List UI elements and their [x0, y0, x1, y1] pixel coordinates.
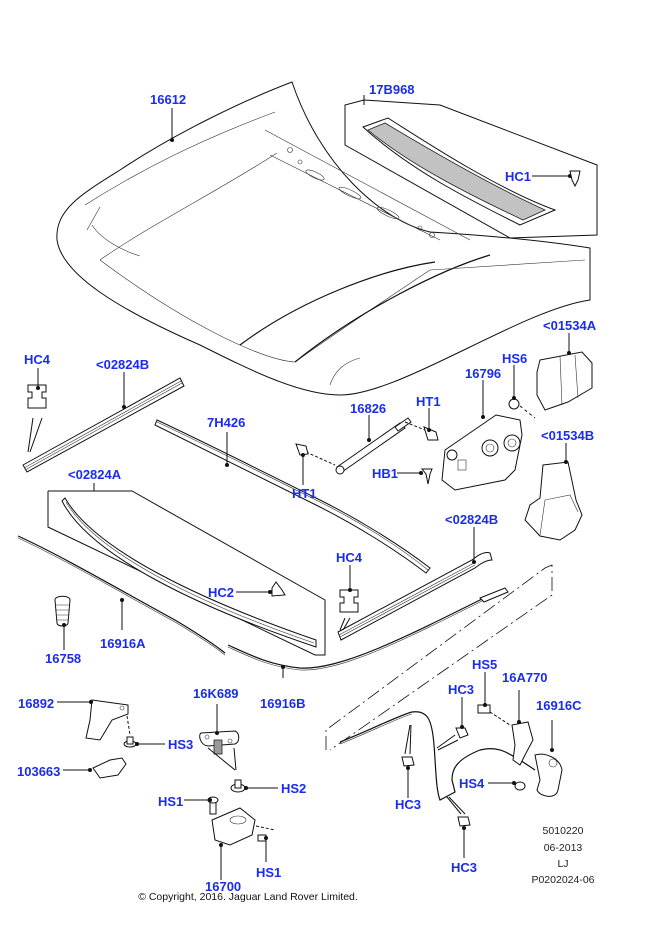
- clip-hc3-left[interactable]: [401, 724, 415, 798]
- copyright-notice: © Copyright, 2016. Jaguar Land Rover Lim…: [138, 891, 358, 903]
- meta-initials: LJ: [557, 858, 569, 870]
- label-16826: 16826: [350, 401, 387, 416]
- seal-02824b-left[interactable]: [22, 372, 185, 473]
- clip-hc1-icon: [569, 170, 581, 188]
- label-hs3: HS3: [168, 737, 194, 752]
- meta-date: 06-2013: [543, 842, 583, 854]
- hs1-lower-bolt[interactable]: [257, 834, 268, 862]
- meta-code: 5010220: [542, 825, 584, 837]
- label-16612: 16612: [150, 92, 187, 107]
- label-hs2: HS2: [281, 781, 307, 796]
- cable-16916b[interactable]: [227, 587, 509, 678]
- clip-hc3-lower[interactable]: [446, 796, 471, 858]
- meta-ref: P0202024-06: [531, 874, 595, 886]
- strut-16826[interactable]: [305, 415, 431, 475]
- label-hs4: HS4: [459, 776, 485, 791]
- cable-16916a[interactable]: [17, 535, 226, 656]
- label-17b968: 17B968: [369, 82, 415, 97]
- label-02824b-left: <02824B: [96, 357, 150, 372]
- hb1-bolt[interactable]: [397, 468, 433, 485]
- handle-16a770[interactable]: [511, 690, 534, 766]
- label-16916c: 16916C: [536, 698, 582, 713]
- hinge-16796[interactable]: [441, 380, 523, 491]
- label-hc1: HC1: [505, 169, 532, 184]
- label-16892: 16892: [18, 696, 55, 711]
- label-ht1-upper: HT1: [416, 394, 441, 409]
- label-16916b: 16916B: [260, 696, 306, 711]
- label-hs6: HS6: [502, 351, 528, 366]
- leader-dot: [170, 138, 174, 142]
- label-hc3-upper: HC3: [448, 682, 475, 697]
- part-103663[interactable]: [63, 757, 127, 779]
- clip-hc4-left[interactable]: [27, 368, 47, 453]
- label-hs1-upper: HS1: [158, 794, 184, 809]
- hs6-bolt[interactable]: [508, 365, 536, 419]
- label-ht1-lower: HT1: [292, 486, 317, 501]
- label-01534a: <01534A: [543, 318, 597, 333]
- hood-panel[interactable]: [56, 81, 591, 396]
- hs4-bolt[interactable]: [488, 781, 526, 791]
- bumper-16758[interactable]: [54, 595, 71, 650]
- latch-16700[interactable]: [211, 807, 276, 880]
- hs3-bolt[interactable]: [123, 736, 165, 748]
- label-hb1: HB1: [372, 466, 399, 481]
- hs5-bolt[interactable]: [477, 672, 511, 726]
- label-hc3-left: HC3: [395, 797, 422, 812]
- dash-outline: [325, 564, 553, 751]
- cable-16916c[interactable]: [339, 711, 563, 801]
- label-01534b: <01534B: [541, 428, 595, 443]
- striker-16892[interactable]: [57, 699, 131, 741]
- cowl-grille-group[interactable]: [344, 95, 598, 239]
- label-16a770: 16A770: [502, 670, 548, 685]
- seal-7h426[interactable]: [154, 419, 431, 574]
- label-103663: 103663: [17, 764, 61, 779]
- label-hc2: HC2: [208, 585, 235, 600]
- clip-hc2[interactable]: [236, 581, 286, 597]
- label-hs5: HS5: [472, 657, 498, 672]
- label-16916a: 16916A: [100, 636, 146, 651]
- label-hc4-right: HC4: [336, 550, 363, 565]
- hs2-bolt[interactable]: [230, 779, 278, 793]
- label-16700: 16700: [205, 879, 242, 894]
- clip-hc3-upper[interactable]: [436, 697, 469, 751]
- hs1-upper-bolt[interactable]: [184, 796, 219, 815]
- label-hc3-lower: HC3: [451, 860, 478, 875]
- ht1-upper[interactable]: [423, 408, 439, 441]
- cover-01534b[interactable]: [524, 443, 583, 541]
- part-16k689[interactable]: [199, 704, 240, 771]
- label-7h426: 7H426: [207, 415, 246, 430]
- label-hs1-lower: HS1: [256, 865, 282, 880]
- label-02824a: <02824A: [68, 467, 122, 482]
- ht1-lower[interactable]: [295, 443, 309, 485]
- cover-01534a[interactable]: [536, 333, 593, 411]
- label-16758: 16758: [45, 651, 82, 666]
- label-hc4-left: HC4: [24, 352, 51, 367]
- clip-hc4-right[interactable]: [339, 565, 359, 631]
- seal-02824b-right[interactable]: [337, 527, 493, 641]
- label-16796: 16796: [465, 366, 502, 381]
- seal-02824a-group[interactable]: [47, 483, 326, 656]
- label-16k689: 16K689: [193, 686, 239, 701]
- label-02824b-right: <02824B: [445, 512, 499, 527]
